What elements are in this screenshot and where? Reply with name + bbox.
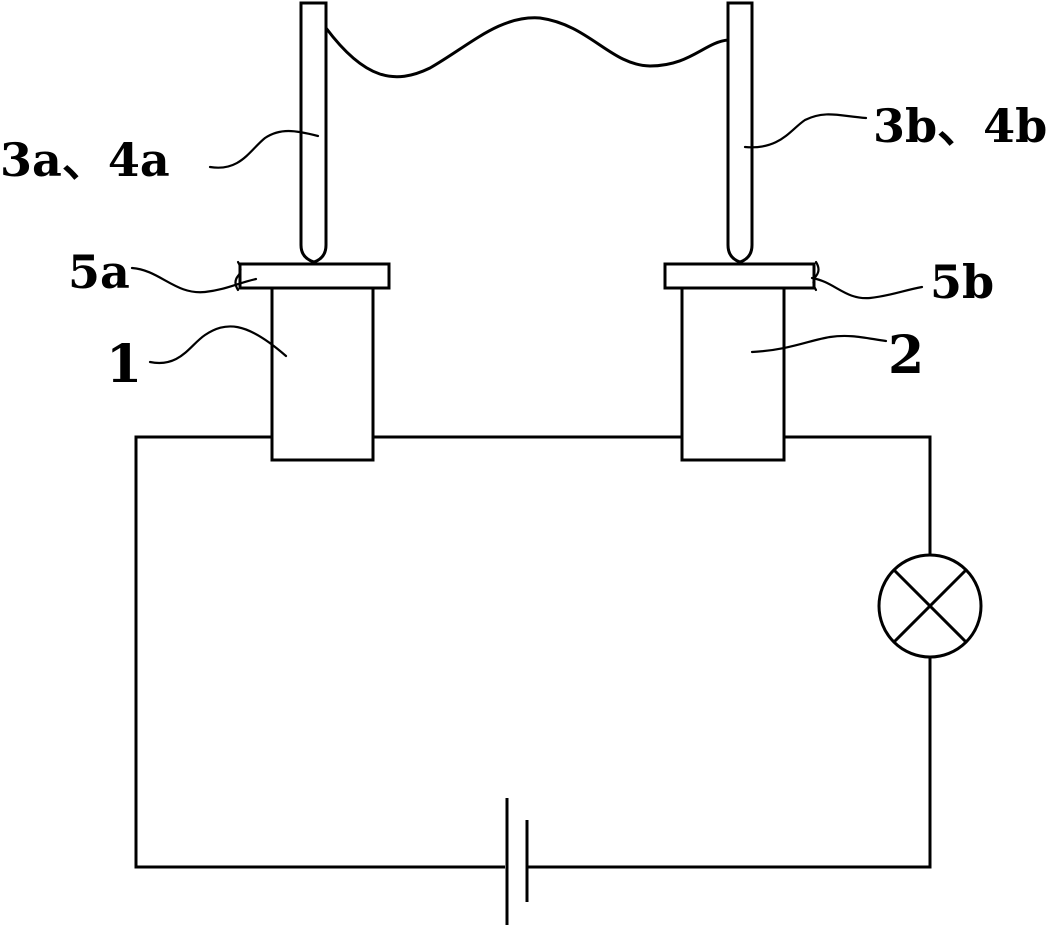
leader-probe-b [743, 113, 868, 149]
pad-5b-break-mark [812, 260, 820, 292]
left-wire [134, 435, 505, 869]
pad-5b [663, 262, 816, 290]
pad-5a [238, 262, 391, 290]
label-pad-5a: 5a [68, 245, 130, 299]
lamp-icon [877, 553, 983, 659]
probe-b [726, 1, 754, 264]
leader-probe-a [208, 129, 320, 169]
battery-icon [505, 798, 529, 925]
label-block-1: 1 [106, 334, 142, 395]
leader-block-1 [148, 325, 288, 365]
block-1 [270, 286, 375, 462]
probe-a [299, 1, 328, 264]
label-probe-b: 3b、4b [873, 99, 1047, 153]
right-wire-lower [527, 657, 932, 869]
circuit-wires [134, 435, 932, 869]
right-wire-upper [784, 435, 932, 555]
wavy-wire [324, 16, 729, 79]
leader-pad-5b [810, 276, 924, 300]
leader-pad-5a [130, 266, 258, 294]
probe-b-body [726, 1, 754, 264]
block-2 [680, 286, 786, 462]
lamp-cross-b [892, 568, 968, 644]
probe-a-body [299, 1, 328, 264]
label-block-2: 2 [888, 325, 924, 386]
leader-block-2 [750, 334, 888, 354]
leader-lines [130, 113, 924, 365]
label-pad-5b: 5b [930, 255, 994, 309]
label-probe-a: 3a、4a [0, 133, 170, 187]
